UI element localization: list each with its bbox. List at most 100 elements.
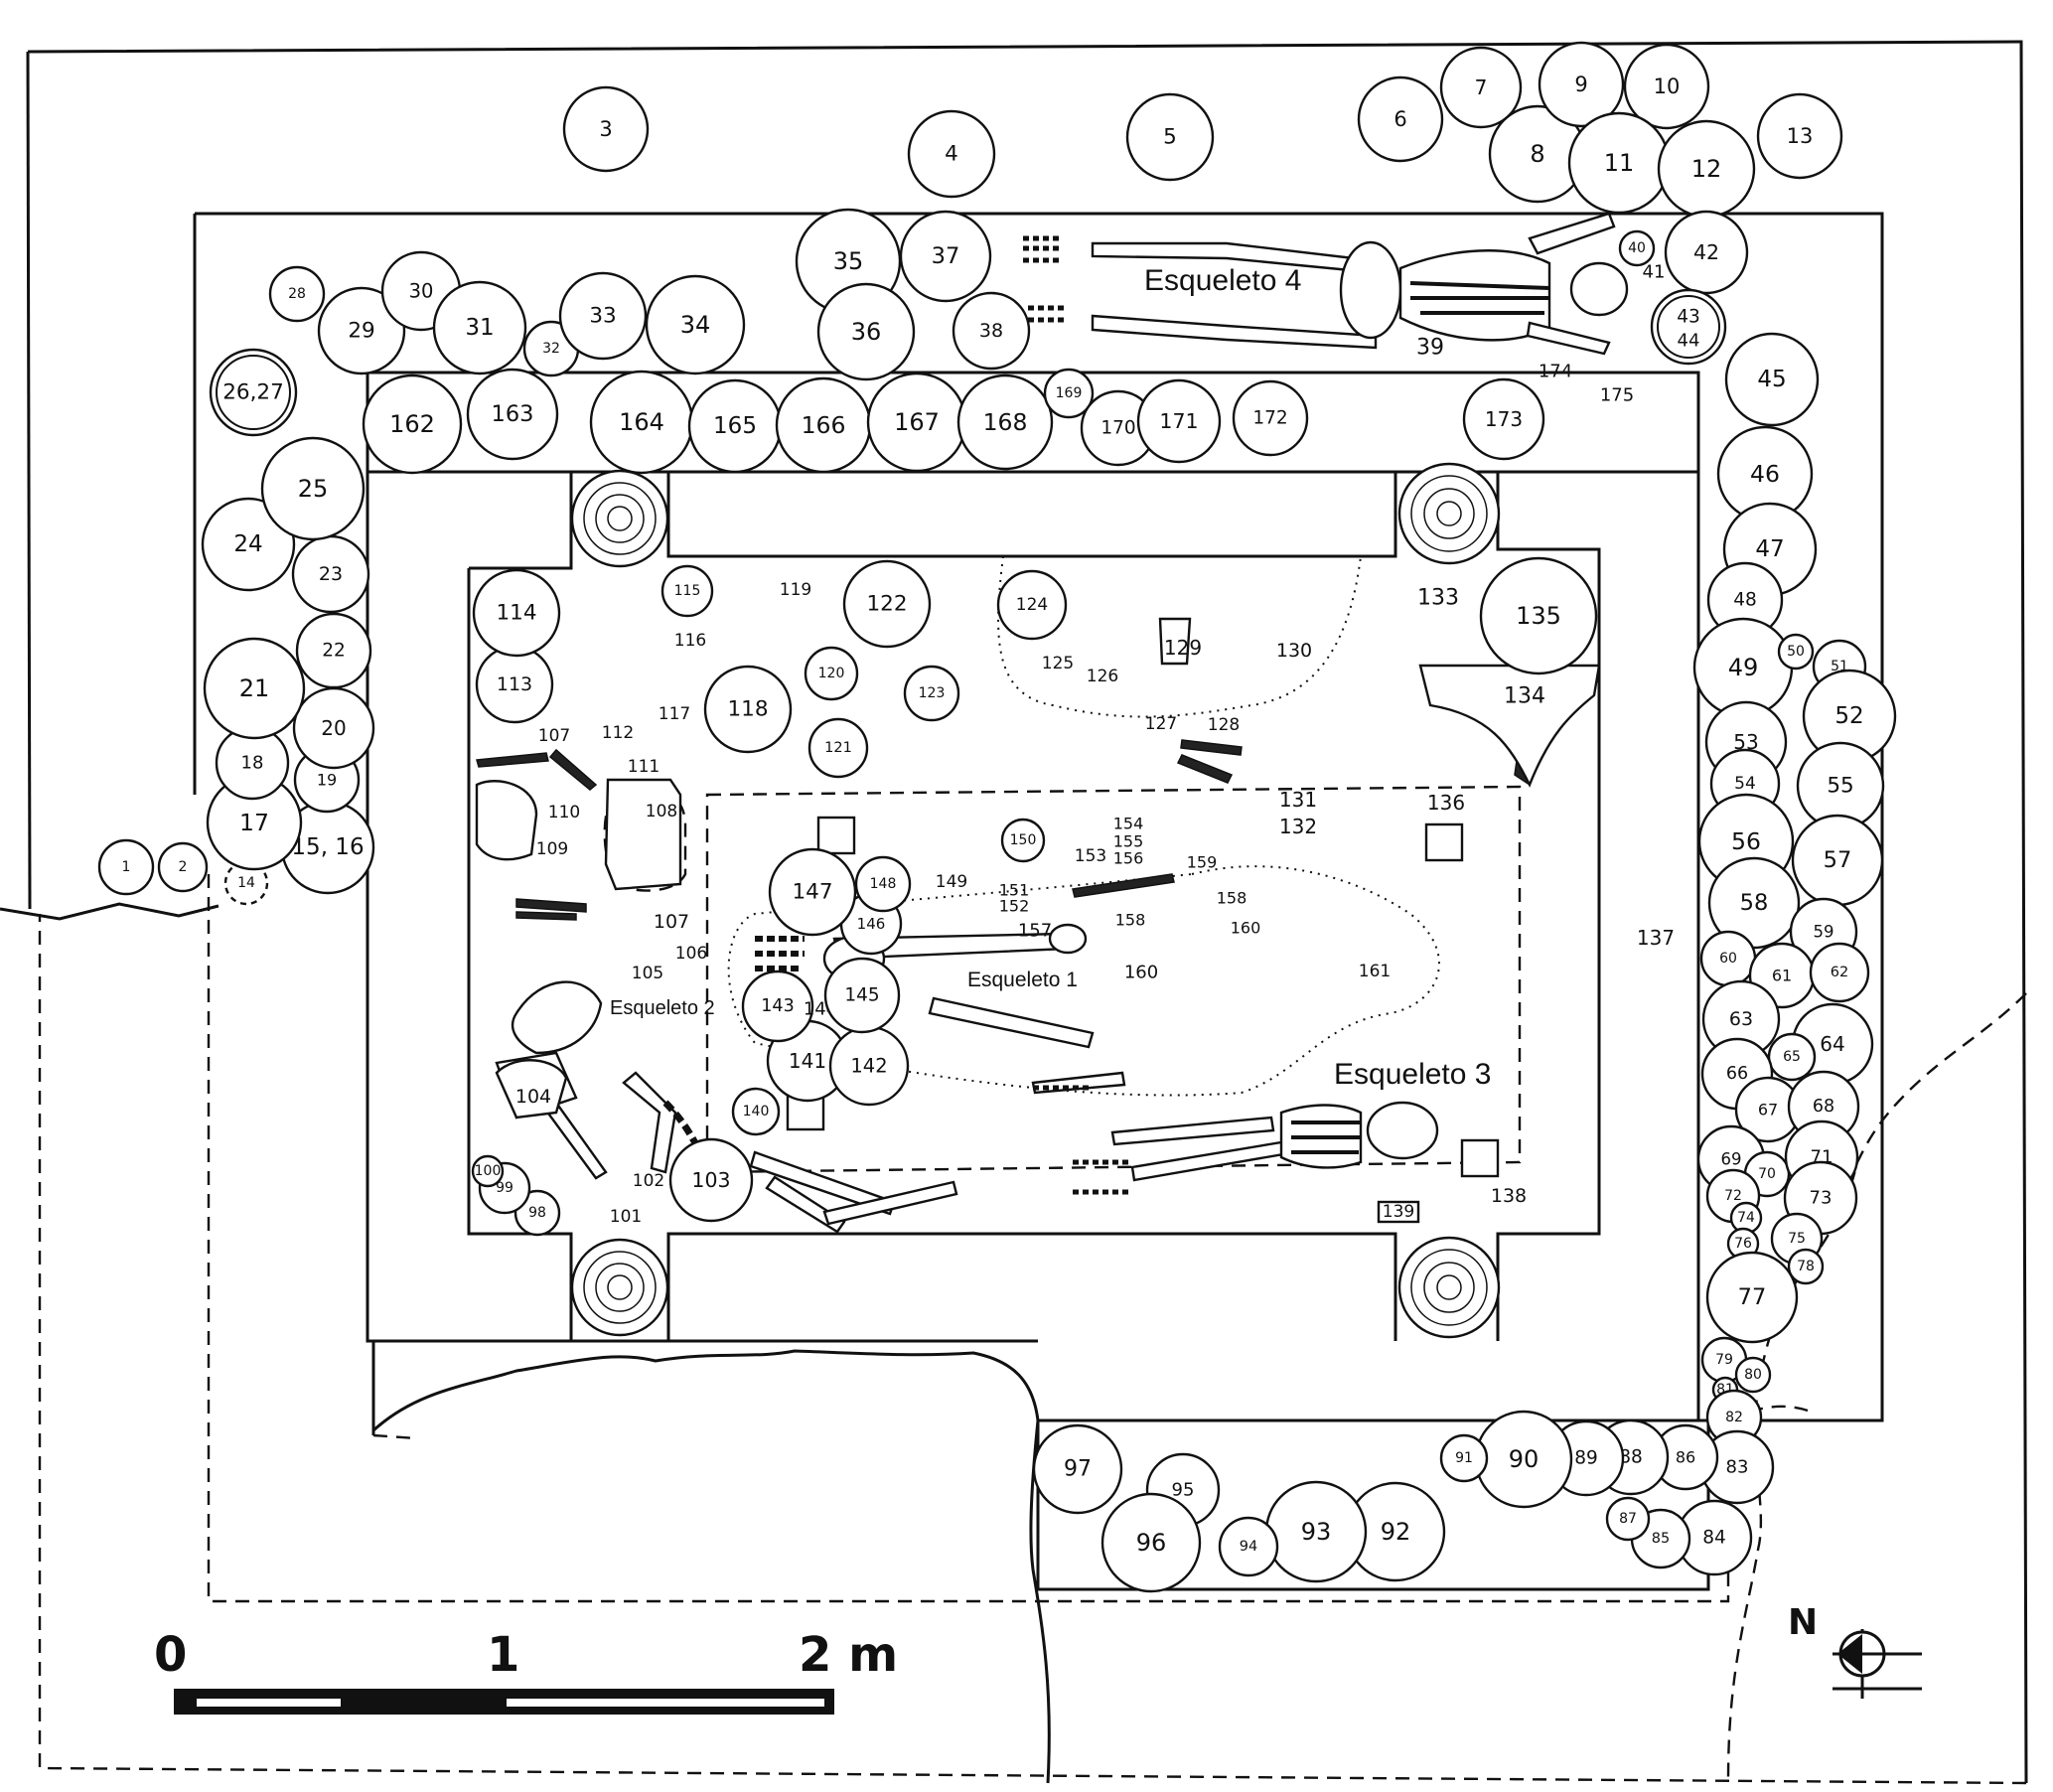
burial-circle [471, 1154, 505, 1188]
burial-number: 28 [288, 286, 306, 302]
burial-163: 163 [466, 368, 559, 461]
burial-number: 7 [1475, 75, 1488, 99]
skeleton-3-label: Esqueleto 3 [1334, 1058, 1491, 1091]
burial-number: 78 [1797, 1259, 1815, 1274]
feature-label: 131 [1279, 788, 1317, 812]
burial-number: 10 [1654, 75, 1681, 98]
burial-number: 12 [1691, 155, 1722, 183]
burial-number: 29 [348, 319, 374, 344]
burial-number: 74 [1737, 1210, 1755, 1226]
burial-circle [1650, 288, 1727, 366]
burial-167: 167 [866, 372, 967, 473]
burial-circle [1707, 856, 1801, 950]
burial-115: 115 [660, 564, 714, 618]
burial-number: 145 [844, 985, 879, 1006]
burial-number: 68 [1813, 1097, 1834, 1117]
burial-number: 50 [1787, 644, 1805, 660]
feature-label: 116 [674, 631, 706, 651]
burial-148: 148 [854, 855, 912, 913]
feature-label: 104 [515, 1086, 551, 1108]
burial-62: 62 [1809, 942, 1870, 1003]
feature-label: 155 [1113, 832, 1144, 851]
burial-150: 150 [1000, 818, 1046, 863]
burial-1: 1 [97, 838, 155, 896]
burial-circle [1218, 1516, 1279, 1577]
burial-number: 2 [179, 859, 188, 875]
burial-number: 56 [1731, 827, 1761, 855]
burial-number: 6 [1393, 107, 1406, 131]
burial-number: 148 [870, 876, 897, 892]
burial-number: 122 [866, 592, 907, 617]
burial-number: 41 [1643, 262, 1666, 283]
burial-circle [1232, 379, 1309, 457]
burial-5: 5 [1125, 92, 1215, 182]
feature-label: 158 [1115, 911, 1146, 930]
burial-165: 165 [687, 378, 783, 474]
burial-number: 59 [1814, 923, 1834, 942]
burial-circle [201, 497, 296, 592]
burial-number: 75 [1788, 1231, 1806, 1247]
burial-46: 46 [1716, 425, 1814, 523]
burial-94: 94 [1218, 1516, 1279, 1577]
burial-number: 173 [1485, 407, 1523, 431]
burial-number: 14 [237, 875, 255, 891]
burial-166: 166 [775, 376, 872, 474]
burial-number: 143 [761, 996, 794, 1016]
burial-number: 124 [1016, 595, 1048, 615]
burial-169: 169 [1043, 368, 1095, 419]
burial-170: 170 [1080, 389, 1157, 467]
burial-57: 57 [1791, 814, 1884, 907]
burial-circle [203, 637, 306, 740]
burial-inner-ring [1657, 295, 1720, 359]
burial-number: 57 [1824, 847, 1852, 873]
burial-circle [432, 280, 527, 375]
burial-number: 147 [792, 880, 832, 905]
burial-number: 63 [1729, 1008, 1753, 1030]
burial-number: 171 [1159, 409, 1198, 433]
feature-label: 156 [1113, 849, 1144, 868]
burial-circle [903, 665, 960, 722]
feature-label: 107 [538, 726, 570, 746]
feature-label: 39 [1416, 336, 1444, 361]
burial-78: 78 [1787, 1248, 1825, 1285]
feature-label: 101 [610, 1207, 642, 1227]
burial-number: 23 [319, 563, 343, 585]
burial-circle [1605, 1496, 1651, 1542]
burial-80: 80 [1734, 1356, 1772, 1394]
burial-circle [1767, 1032, 1817, 1082]
burial-113: 113 [475, 645, 554, 724]
burial-number: 79 [1715, 1352, 1733, 1368]
burial-147: 147 [768, 847, 857, 937]
burial-circle [562, 85, 650, 173]
burial-circle [823, 957, 901, 1034]
burial-number: 54 [1734, 774, 1756, 794]
burial-11: 11 [1567, 111, 1671, 215]
burial-number: 32 [542, 341, 560, 357]
burial-number: 170 [1100, 418, 1135, 439]
burial-circle [295, 612, 372, 689]
feature-label: 138 [1491, 1185, 1527, 1207]
scale-tick-2: 2 m [799, 1627, 898, 1683]
feature-label: 132 [1279, 815, 1317, 838]
burial-50: 50 [1777, 633, 1815, 671]
burial-37: 37 [899, 210, 992, 303]
burial-44: 44 [1678, 331, 1700, 352]
burial-145: 145 [823, 957, 901, 1034]
feature-label: 133 [1417, 586, 1459, 611]
feature-label: 117 [659, 704, 690, 724]
burial-number: 15, 16 [291, 834, 364, 860]
burial-circle [899, 210, 992, 303]
feature-label: 137 [1637, 926, 1675, 950]
burial-2: 2 [157, 841, 209, 893]
burial-circle [804, 646, 859, 701]
skeleton-2-label: Esqueleto 2 [610, 997, 715, 1019]
burial-21: 21 [203, 637, 306, 740]
burial-circle [558, 271, 648, 361]
burial-173: 173 [1462, 377, 1545, 461]
burial-number: 100 [475, 1163, 502, 1179]
burial-circle [1100, 1492, 1202, 1593]
north-arrow: N [1788, 1602, 1922, 1699]
burial-number: 89 [1574, 1448, 1598, 1469]
feature-label: 106 [675, 944, 707, 964]
